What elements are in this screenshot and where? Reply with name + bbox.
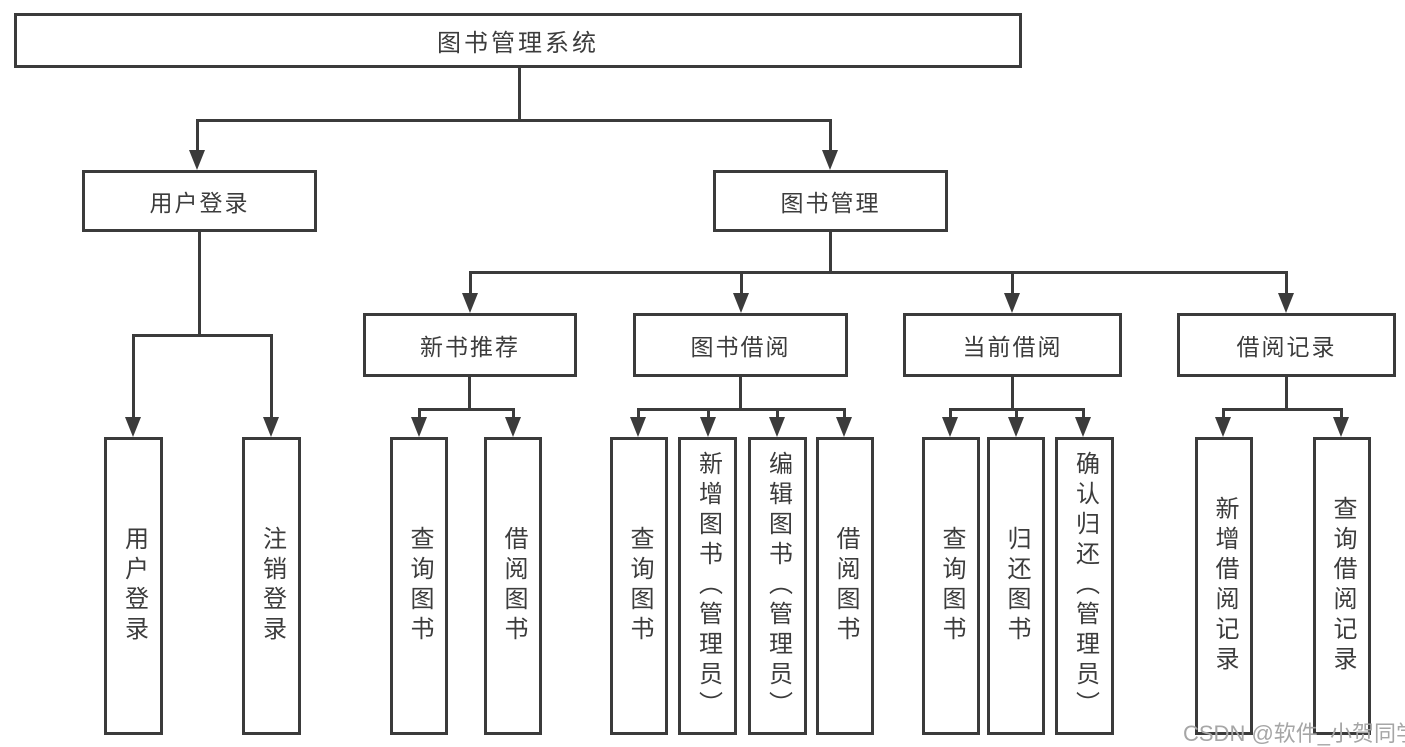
connector-line — [637, 408, 846, 411]
connector-line — [776, 408, 779, 420]
arrowhead-down-icon — [836, 417, 852, 437]
connector-line — [829, 119, 832, 152]
connector-line — [829, 232, 832, 273]
connector-line — [949, 408, 952, 420]
connector-line — [132, 334, 273, 337]
connector-line — [196, 119, 199, 152]
leaf-edit-books-admin: 编辑图书（管理员） — [748, 437, 807, 735]
leaf-logout: 注销登录 — [242, 437, 301, 735]
leaf-user-login: 用户登录 — [104, 437, 163, 735]
leaf-borrow-books: 借阅图书 — [816, 437, 874, 735]
connector-line — [707, 408, 710, 420]
connector-line — [469, 271, 1287, 274]
leaf-query-borrow-record-label: 查询借阅记录 — [1329, 496, 1356, 676]
leaf-return-books-label: 归还图书 — [1003, 526, 1030, 646]
leaf-edit-books-admin-label: 编辑图书（管理员） — [764, 451, 792, 721]
connector-line — [843, 408, 846, 420]
connector-line — [512, 408, 515, 420]
node-new-book-recommend: 新书推荐 — [363, 313, 577, 377]
leaf-query-books-recommend: 查询图书 — [390, 437, 448, 735]
node-borrow-records-label: 借阅记录 — [1236, 334, 1337, 360]
node-book-borrow: 图书借阅 — [633, 313, 848, 377]
connector-line — [418, 408, 421, 420]
arrowhead-down-icon — [942, 417, 958, 437]
node-book-management: 图书管理 — [713, 170, 948, 232]
leaf-query-books-recommend-label: 查询图书 — [406, 526, 433, 646]
node-borrow-records: 借阅记录 — [1177, 313, 1396, 377]
connector-line — [1015, 408, 1018, 420]
node-user-login-label: 用户登录 — [149, 190, 250, 216]
leaf-query-books-borrow-label: 查询图书 — [626, 526, 653, 646]
node-root-label: 图书管理系统 — [437, 30, 599, 57]
connector-line — [740, 271, 743, 295]
connector-line — [637, 408, 640, 420]
arrowhead-down-icon — [125, 417, 141, 437]
csdn-watermark: CSDN @软件_小贺同学 — [1183, 721, 1405, 746]
leaf-add-borrow-record-label: 新增借阅记录 — [1211, 496, 1238, 676]
leaf-borrow-books-recommend-label: 借阅图书 — [500, 526, 527, 646]
leaf-add-borrow-record: 新增借阅记录 — [1195, 437, 1253, 735]
leaf-confirm-return-admin-label: 确认归还（管理员） — [1071, 451, 1099, 721]
leaf-borrow-books-label: 借阅图书 — [832, 526, 859, 646]
node-book-management-label: 图书管理 — [780, 190, 881, 216]
connector-line — [1222, 408, 1225, 420]
arrowhead-down-icon — [630, 417, 646, 437]
arrowhead-down-icon — [1278, 293, 1294, 313]
connector-line — [739, 377, 742, 410]
connector-line — [1082, 408, 1085, 420]
arrowhead-down-icon — [1008, 417, 1024, 437]
connector-line — [468, 377, 471, 410]
arrowhead-down-icon — [263, 417, 279, 437]
leaf-user-login-label: 用户登录 — [120, 526, 148, 646]
node-current-borrow-label: 当前借阅 — [962, 334, 1063, 360]
arrowhead-down-icon — [411, 417, 427, 437]
leaf-add-books-admin-label: 新增图书（管理员） — [694, 451, 722, 721]
arrowhead-down-icon — [1333, 417, 1349, 437]
connector-line — [1285, 271, 1288, 295]
connector-line — [1285, 377, 1288, 410]
arrowhead-down-icon — [822, 150, 838, 170]
leaf-add-books-admin: 新增图书（管理员） — [678, 437, 737, 735]
arrowhead-down-icon — [700, 417, 716, 437]
node-root-system: 图书管理系统 — [14, 13, 1022, 68]
leaf-confirm-return-admin: 确认归还（管理员） — [1055, 437, 1114, 735]
connector-line — [198, 232, 201, 336]
leaf-borrow-books-recommend: 借阅图书 — [484, 437, 542, 735]
node-current-borrow: 当前借阅 — [903, 313, 1122, 377]
connector-line — [518, 68, 521, 121]
connector-line — [469, 271, 472, 295]
leaf-query-borrow-record: 查询借阅记录 — [1313, 437, 1371, 735]
connector-line — [1011, 271, 1014, 295]
node-book-borrow-label: 图书借阅 — [690, 334, 791, 360]
connector-line — [1222, 408, 1342, 411]
arrowhead-down-icon — [1075, 417, 1091, 437]
arrowhead-down-icon — [505, 417, 521, 437]
node-user-login: 用户登录 — [82, 170, 317, 232]
connector-line — [1340, 408, 1343, 420]
node-new-book-recommend-label: 新书推荐 — [420, 334, 520, 360]
leaf-return-books: 归还图书 — [987, 437, 1045, 735]
leaf-query-books-current-label: 查询图书 — [938, 526, 965, 646]
arrowhead-down-icon — [1004, 293, 1020, 313]
connector-line — [270, 334, 273, 420]
leaf-query-books-current: 查询图书 — [922, 437, 980, 735]
arrowhead-down-icon — [733, 293, 749, 313]
connector-line — [196, 119, 832, 122]
connector-line — [132, 334, 135, 420]
arrowhead-down-icon — [462, 293, 478, 313]
leaf-query-books-borrow: 查询图书 — [610, 437, 668, 735]
leaf-logout-label: 注销登录 — [258, 526, 286, 646]
arrowhead-down-icon — [1215, 417, 1231, 437]
connector-line — [418, 408, 515, 411]
connector-line — [1011, 377, 1014, 410]
arrowhead-down-icon — [769, 417, 785, 437]
arrowhead-down-icon — [189, 150, 205, 170]
